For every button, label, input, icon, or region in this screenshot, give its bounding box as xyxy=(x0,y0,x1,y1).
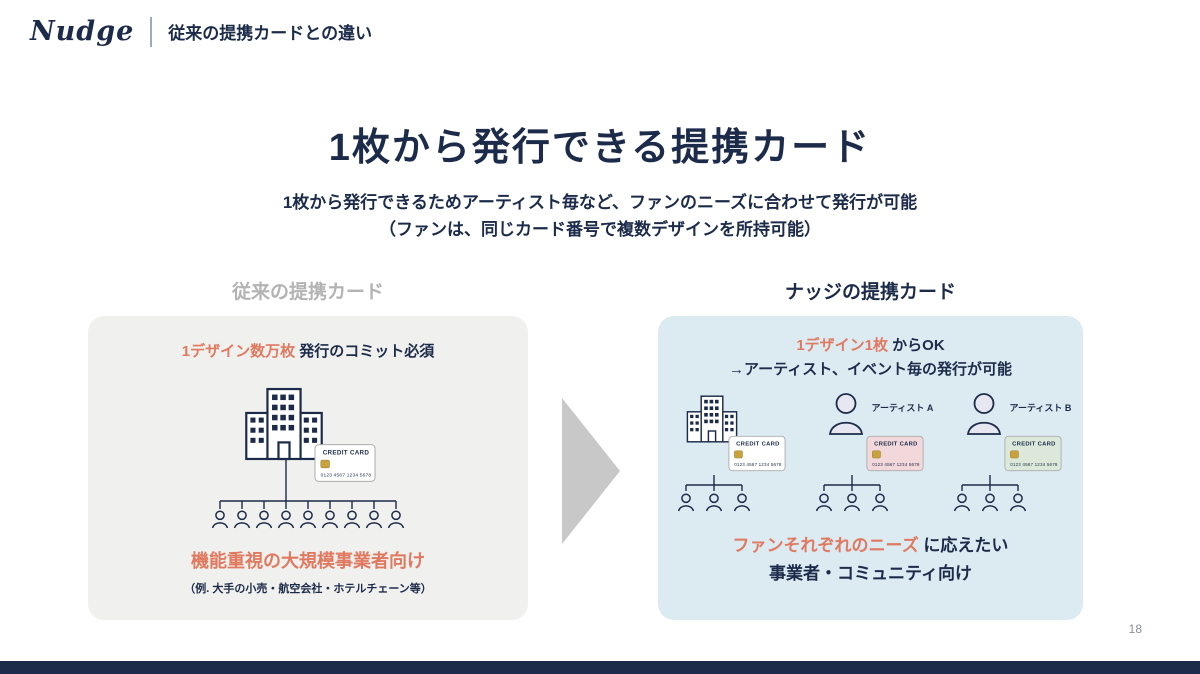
subtitle-line1: 1枚から発行できるためアーティスト毎など、ファンのニーズに合わせて発行が可能 xyxy=(282,193,918,212)
artist-a-label: アーティスト A xyxy=(871,403,934,413)
legacy-fans-tree xyxy=(211,459,405,529)
artist-a-composite: アーティスト A CREDIT CARD 0123 4567 1234 5678 xyxy=(812,391,933,475)
person-icon xyxy=(1009,493,1026,512)
person-icon xyxy=(733,493,750,512)
person-icon xyxy=(843,493,860,512)
credit-card-white: CREDIT CARD 0123 4567 1234 5678 xyxy=(314,444,376,482)
person-icon xyxy=(953,493,970,512)
legacy-commit-line: 1デザイン数万枚 発行のコミット必須 xyxy=(182,340,435,361)
nudge-logo: Nudge xyxy=(30,16,135,47)
person-icon xyxy=(815,493,832,512)
svg-text:CREDIT CARD: CREDIT CARD xyxy=(323,449,370,456)
nudge-panel-heading: ナッジの提携カード xyxy=(784,282,956,303)
legacy-commit-rest: 発行のコミット必須 xyxy=(295,343,435,360)
svg-text:0123 4567 1234 5678: 0123 4567 1234 5678 xyxy=(734,462,782,467)
transition-arrow-icon xyxy=(562,398,620,544)
artist-icon xyxy=(824,391,868,435)
svg-text:0123 4567 1234 5678: 0123 4567 1234 5678 xyxy=(872,462,920,467)
svg-text:CREDIT CARD: CREDIT CARD xyxy=(1012,441,1055,447)
page-number: 18 xyxy=(1128,622,1142,636)
header-divider xyxy=(150,16,153,47)
credit-card-green: CREDIT CARD 0123 4567 1234 5678 xyxy=(1003,435,1062,472)
nudge-issue-line: →アーティスト、イベント毎の発行が可能 xyxy=(729,361,1012,378)
legacy-issuer-illustration: CREDIT CARD 0123 4567 1234 5678 xyxy=(238,387,378,482)
person-icon xyxy=(387,510,405,529)
artist-b-composite: アーティスト B CREDIT CARD 0123 4567 1234 5678 xyxy=(950,391,1071,475)
person-icon xyxy=(981,493,998,512)
business-composite: CREDIT CARD 0123 4567 1234 5678 xyxy=(674,391,792,475)
fans-tree xyxy=(815,475,888,512)
page-title: 1枚から発行できる提携カード xyxy=(328,127,872,169)
legacy-target-text: 機能重視の大規模事業者向け xyxy=(191,551,425,571)
person-icon xyxy=(677,493,694,512)
nudge-target-rest: に応えたい xyxy=(918,536,1009,555)
person-icon xyxy=(705,493,722,512)
svg-text:0123 4567 1234 5678: 0123 4567 1234 5678 xyxy=(321,473,372,479)
nudge-target-line2: 事業者・コミュニティ向け xyxy=(769,564,972,583)
footer-bar xyxy=(0,661,1200,674)
person-icon xyxy=(233,510,251,529)
nudge-ok-line: 1デザイン1枚 からOK xyxy=(796,334,944,355)
person-icon xyxy=(277,510,295,529)
credit-card-pink: CREDIT CARD 0123 4567 1234 5678 xyxy=(865,435,924,472)
fans-tree xyxy=(677,475,750,512)
issuer-group-artist-b: アーティスト B CREDIT CARD 0123 4567 1234 5678 xyxy=(950,391,1071,515)
nudge-target-line: ファンそれぞれのニーズ に応えたい xyxy=(733,531,1009,556)
person-icon xyxy=(365,510,383,529)
credit-card-white: CREDIT CARD 0123 4567 1234 5678 xyxy=(727,435,786,472)
fans-tree xyxy=(953,475,1026,512)
nudge-groups: CREDIT CARD 0123 4567 1234 5678 xyxy=(674,391,1071,515)
nudge-ok-rest: からOK xyxy=(888,337,945,354)
legacy-example-note: （例. 大手の小売・航空会社・ホテルチェーン等） xyxy=(184,583,432,595)
header-title: 従来の提携カードとの違い xyxy=(168,24,373,43)
person-icon xyxy=(211,510,229,529)
person-icon xyxy=(299,510,317,529)
person-icon xyxy=(343,510,361,529)
artist-icon xyxy=(962,391,1006,435)
legacy-commit-highlight: 1デザイン数万枚 xyxy=(181,343,296,360)
person-icon xyxy=(255,510,273,529)
svg-text:0123 4567 1234 5678: 0123 4567 1234 5678 xyxy=(1010,462,1058,467)
slide-header: Nudge 従来の提携カードとの違い xyxy=(30,16,372,47)
subtitle-line2: （ファンは、同じカード番号で複数デザインを所持可能） xyxy=(379,220,821,239)
nudge-card-panel: 1デザイン1枚 からOK →アーティスト、イベント毎の発行が可能 CREDIT … xyxy=(658,316,1083,620)
legacy-panel-heading: 従来の提携カード xyxy=(231,282,384,303)
person-icon xyxy=(871,493,888,512)
svg-text:CREDIT CARD: CREDIT CARD xyxy=(874,441,917,447)
artist-b-label: アーティスト B xyxy=(1009,403,1072,413)
issuer-group-business: CREDIT CARD 0123 4567 1234 5678 xyxy=(674,391,792,515)
person-icon xyxy=(321,510,339,529)
legacy-card-panel: 1デザイン数万枚 発行のコミット必須 CREDIT CARD 0123 4567… xyxy=(88,316,528,620)
svg-text:CREDIT CARD: CREDIT CARD xyxy=(736,441,779,447)
nudge-target-highlight: ファンそれぞれのニーズ xyxy=(732,536,919,555)
issuer-group-artist-a: アーティスト A CREDIT CARD 0123 4567 1234 5678 xyxy=(812,391,933,515)
nudge-ok-highlight: 1デザイン1枚 xyxy=(796,337,888,354)
